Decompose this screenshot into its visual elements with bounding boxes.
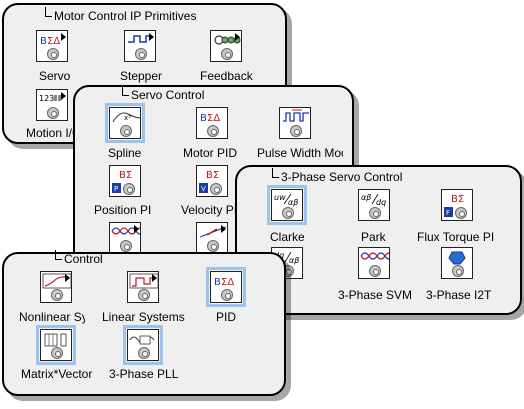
motor-pid-label: Motor PID <box>183 146 238 160</box>
park-label: Park <box>361 230 386 244</box>
servo-icon[interactable]: B ΣΔ <box>36 30 68 62</box>
pid-icon[interactable]: B ΣΔ <box>206 267 246 307</box>
position-pi-label: Position PI <box>94 203 152 217</box>
svg-text:ΣΔ: ΣΔ <box>47 36 60 47</box>
svg-text:B: B <box>200 113 207 124</box>
svg-text:αβ: αβ <box>361 193 371 202</box>
three-phase-pll-icon[interactable] <box>123 325 163 365</box>
nonlinear-systems-label: Nonlinear Systems <box>19 310 85 324</box>
palette-title: Servo Control <box>122 86 204 102</box>
svm-label: 3-Phase SVM <box>338 288 413 302</box>
svg-text:B: B <box>40 36 47 47</box>
i2t-icon[interactable] <box>441 247 473 279</box>
svg-text:dq: dq <box>376 198 386 207</box>
motion-io-icon[interactable]: 123 <box>36 89 68 121</box>
velocity-pi-label: Velocity PI <box>181 203 238 217</box>
flux-torque-pi-icon[interactable]: BΣ F <box>441 189 473 221</box>
svg-text:F: F <box>446 209 450 217</box>
svg-text:ΣΔ: ΣΔ <box>221 277 234 288</box>
clarke-label: Clarke <box>270 230 305 244</box>
svg-text:ΣΔ: ΣΔ <box>207 113 220 124</box>
svg-text:αβ: αβ <box>288 198 298 207</box>
svg-text:BΣ: BΣ <box>119 170 132 181</box>
svg-text:V: V <box>201 185 206 193</box>
stepper-label: Stepper <box>120 69 163 83</box>
nonlinear-systems-icon[interactable] <box>40 271 72 303</box>
waveform-icon[interactable] <box>109 222 141 254</box>
position-pi-icon[interactable]: BΣ P <box>109 165 141 197</box>
palette-title: Control <box>55 250 103 266</box>
motion-io-label: Motion I/O <box>26 126 74 140</box>
stepper-icon[interactable] <box>124 30 156 62</box>
svg-text:P: P <box>114 185 118 193</box>
feedback-icon[interactable] <box>210 30 242 62</box>
pwm-icon[interactable] <box>279 107 311 139</box>
svg-text:BΣ: BΣ <box>206 170 219 181</box>
svm-icon[interactable] <box>358 247 390 279</box>
linear-systems-label: Linear Systems <box>102 310 185 324</box>
three-phase-pll-label: 3-Phase PLL <box>109 367 179 381</box>
feedback-label: Feedback <box>200 69 253 83</box>
svg-text:αβ: αβ <box>289 256 299 265</box>
svg-text:uw: uw <box>274 193 286 202</box>
svg-text:x³: x³ <box>124 114 131 122</box>
svg-text:123: 123 <box>39 94 54 103</box>
i2t-label: 3-Phase I2T <box>426 288 492 302</box>
spline-icon[interactable]: x³ <box>105 103 145 143</box>
svg-text:B: B <box>214 277 221 288</box>
spline-label: Spline <box>108 146 142 160</box>
trajectory-icon[interactable] <box>196 222 228 254</box>
flux-torque-pi-label: Flux Torque PI <box>417 230 495 244</box>
clarke-icon[interactable]: uw αβ <box>267 185 307 225</box>
linear-systems-icon[interactable] <box>127 271 159 303</box>
park-icon[interactable]: αβ dq <box>358 189 390 221</box>
svg-text:BΣ: BΣ <box>451 194 464 205</box>
velocity-pi-icon[interactable]: BΣ V <box>196 165 228 197</box>
control-palette: Control Nonlinear Systems Linear Systems <box>2 250 286 396</box>
matrix-vector-icon[interactable] <box>36 325 76 365</box>
servo-label: Servo <box>39 69 71 83</box>
motor-pid-icon[interactable]: B ΣΔ <box>196 107 228 139</box>
palette-title: 3-Phase Servo Control <box>272 168 402 184</box>
palette-title: Motor Control IP Primitives <box>45 7 196 23</box>
pid-label: PID <box>216 310 237 324</box>
matrix-vector-label: Matrix*Vector <box>21 367 93 381</box>
pwm-label: Pulse Width Modulation <box>257 146 343 160</box>
